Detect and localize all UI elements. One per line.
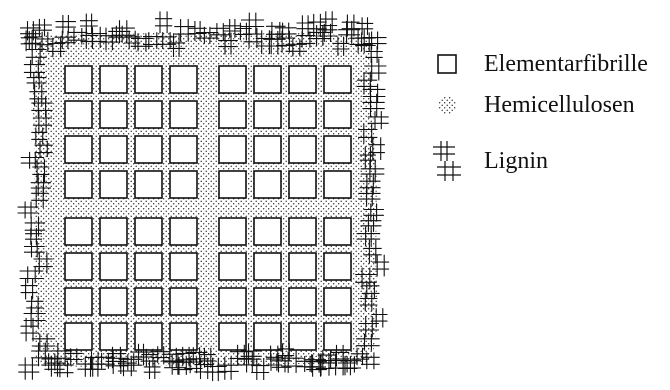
fibril-square [324,101,351,128]
fibril-square [65,66,92,93]
square-outline-icon [428,45,466,83]
lignin-mark [56,15,76,34]
cross-hatch-icon [428,142,466,180]
fibril-square [324,323,351,350]
fibril-square [219,288,246,315]
fibril-square [135,253,162,280]
fibril-square [135,136,162,163]
fibril-square [254,288,281,315]
fibril-square [65,101,92,128]
fibril-square [219,253,246,280]
dotted-pattern-icon [428,86,466,124]
fibril-square [65,171,92,198]
legend-item-hemicellulose: Hemicellulosen [428,86,635,124]
fibril-square [289,136,316,163]
lignin-mark [80,14,98,34]
fibril-square [135,288,162,315]
fibril-square [135,101,162,128]
fibril-square [254,253,281,280]
fibril-square [170,136,197,163]
fibril-square [170,323,197,350]
fibril-square [254,323,281,350]
fibril-square [100,288,127,315]
fibril-square [65,136,92,163]
lignin-mark [357,17,374,35]
fibril-square [100,218,127,245]
fibril-square [289,171,316,198]
fibril-square [254,136,281,163]
fibril-square [219,66,246,93]
fibril-square [170,171,197,198]
fibril-square [219,323,246,350]
legend-label-fibril: Elementarfibrille [484,51,648,78]
fibril-square [170,66,197,93]
fibril-square [324,288,351,315]
fibril-square [170,218,197,245]
fibril-square [324,171,351,198]
fibril-square [289,288,316,315]
fibril-square [324,218,351,245]
fibril-square [219,136,246,163]
fibril-square [289,253,316,280]
fibril-square [100,171,127,198]
fibril-square [324,253,351,280]
fibril-square [219,218,246,245]
fibril-square [324,136,351,163]
fibril-square [254,66,281,93]
legend-item-fibril: Elementarfibrille [428,45,648,83]
fibril-square [65,218,92,245]
fibril-square [100,253,127,280]
lignin-mark [342,15,360,37]
fibril-square [170,288,197,315]
fibril-square [170,253,197,280]
fibril-square [289,101,316,128]
fibril-square [65,288,92,315]
fibril-square [254,171,281,198]
legend-label-lignin: Lignin [484,148,548,175]
lignin-mark [241,13,264,34]
fibril-square [289,218,316,245]
fibril-square [135,171,162,198]
fibril-square [219,171,246,198]
fibril-square [289,66,316,93]
fibril-square [170,101,197,128]
fibril-square [100,323,127,350]
fibril-square [100,136,127,163]
fibril-square [135,218,162,245]
fibril-square [135,66,162,93]
fibril-square [219,101,246,128]
fibril-square [289,323,316,350]
fibril-square [254,218,281,245]
fibril-square [324,66,351,93]
fibril-square [65,323,92,350]
fibril-square [254,101,281,128]
fibril-square [65,253,92,280]
fibril-square [100,66,127,93]
lignin-mark [155,11,172,33]
fibril-square [100,101,127,128]
legend-item-lignin: Lignin [428,142,548,180]
legend-label-hemicellulose: Hemicellulosen [484,92,635,119]
